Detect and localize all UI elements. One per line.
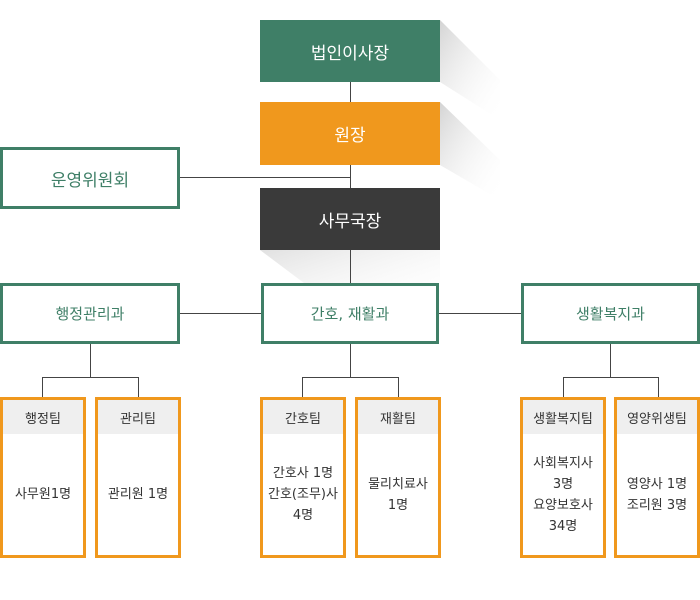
staff-line: 영양사 1명 [626,476,688,492]
connector-line [398,377,399,397]
team-staff: 영양사 1명 조리원 3명 [617,434,697,555]
connector-line [180,313,262,314]
team-card: 생활복지팀 사회복지사 3명 요양보호사 34명 [520,397,606,558]
staff-line: 관리원 1명 [107,487,169,502]
connector-line [438,313,522,314]
team-card: 간호팀 간호사 1명 간호(조무)사 4명 [260,397,346,558]
connector-line [350,82,351,102]
connector-line [610,344,611,378]
connector-line [302,377,303,397]
connector-line [350,165,351,188]
team-title: 영양위생팀 [617,400,697,434]
connector-line [563,377,659,378]
staff-line: 3명 [552,476,574,492]
connector-line [302,377,399,378]
staff-line: 4명 [292,508,314,523]
connector-line [42,377,43,397]
team-card: 행정팀 사무원1명 [0,397,86,558]
operating-committee-box: 운영위원회 [0,147,180,209]
staff-line: 1명 [387,497,409,513]
staff-line: 사회복지사 [533,455,593,471]
connector-line [658,377,659,397]
team-title: 관리팀 [98,400,178,434]
team-card: 영양위생팀 영양사 1명 조리원 3명 [614,397,700,558]
staff-line: 물리치료사 [368,476,428,492]
connector-line [563,377,564,397]
team-card: 재활팀 물리치료사 1명 [355,397,441,558]
staff-line: 사무원1명 [14,487,72,502]
connector-line [180,177,350,178]
connector-line [350,344,351,378]
staff-line: 34명 [548,518,578,534]
department-box: 생활복지과 [521,283,700,344]
team-staff: 물리치료사 1명 [358,434,438,555]
team-title: 간호팀 [263,400,343,434]
team-title: 행정팀 [3,400,83,434]
team-staff: 관리원 1명 [98,434,178,555]
team-staff: 사무원1명 [3,434,83,555]
staff-line: 간호(조무)사 [268,487,338,502]
staff-line: 조리원 3명 [626,497,688,513]
team-title: 생활복지팀 [523,400,603,434]
team-card: 관리팀 관리원 1명 [95,397,181,558]
connector-line [90,344,91,378]
secretary-general-box: 사무국장 [260,188,440,250]
connector-line [138,377,139,397]
staff-line: 요양보호사 [533,497,593,513]
department-box: 행정관리과 [0,283,180,344]
team-staff: 간호사 1명 간호(조무)사 4명 [263,434,343,555]
department-box: 간호, 재활과 [261,283,439,344]
director-box: 원장 [260,102,440,165]
connector-line [350,250,351,283]
staff-line: 간호사 1명 [272,466,334,481]
connector-line [42,377,139,378]
team-staff: 사회복지사 3명 요양보호사 34명 [523,434,603,555]
team-title: 재활팀 [358,400,438,434]
board-chair-box: 법인이사장 [260,20,440,82]
